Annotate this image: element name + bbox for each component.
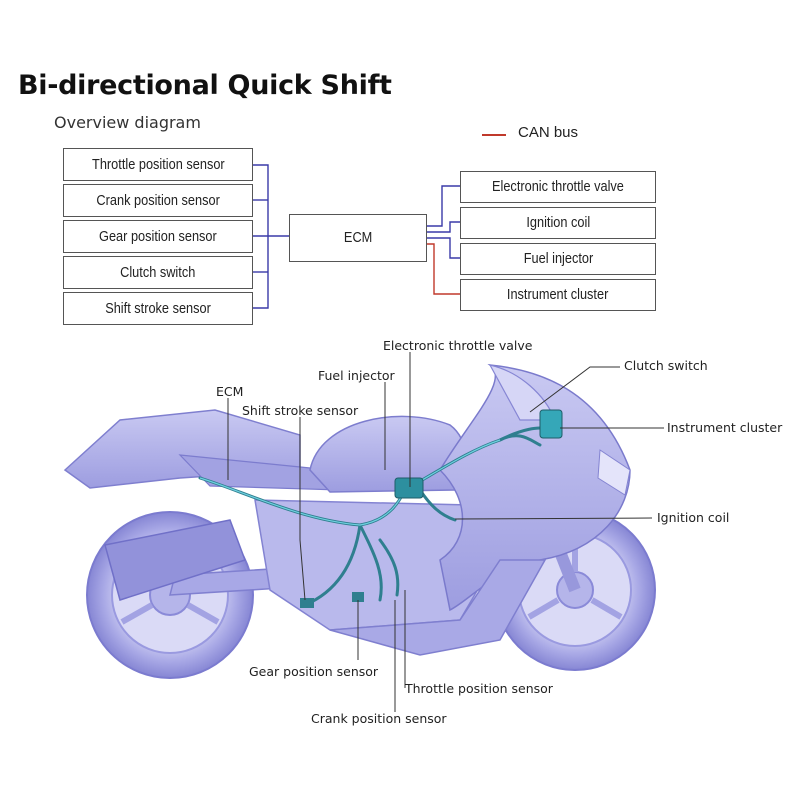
callout-ignition-coil: Ignition coil [657,510,730,525]
callout-leaders [227,352,664,712]
output-line-ignition [426,221,460,233]
callout-instrument-cluster: Instrument cluster [667,420,783,435]
input-box-crank-position-sensor: Crank position sensor [63,184,253,217]
output-box-ignition-coil: Ignition coil [460,207,656,239]
gear-sensor-component [352,592,364,602]
callout-gear-position-sensor: Gear position sensor [249,664,379,679]
fuel-tank [309,415,467,493]
callout-fuel-injector: Fuel injector [318,368,395,383]
can-bus-legend-line [482,134,506,136]
output-box-electronic-throttle-valve: Electronic throttle valve [460,171,656,203]
output-line-throttle-valve [426,185,460,227]
exhaust [104,519,246,601]
input-box-clutch-switch: Clutch switch [63,256,253,289]
can-bus-line [426,243,460,295]
shift-sensor-component [300,598,314,608]
callout-clutch-switch: Clutch switch [624,358,708,373]
ecm-box: ECM [289,214,427,262]
callout-throttle-position-sensor: Throttle position sensor [405,681,553,696]
page-title: Bi-directional Quick Shift [18,70,392,101]
throttle-body-component [394,477,424,499]
diagram-subtitle: Overview diagram [54,113,201,132]
callout-ecm: ECM [216,384,244,399]
output-line-injector [426,237,460,259]
input-box-gear-position-sensor: Gear position sensor [63,220,253,253]
input-box-throttle-position-sensor: Throttle position sensor [63,148,253,181]
headlight [597,449,631,496]
callout-electronic-throttle-valve: Electronic throttle valve [383,338,533,353]
can-bus-legend-label: CAN bus [518,124,579,141]
output-box-fuel-injector: Fuel injector [460,243,656,275]
instrument-cluster-component [539,409,563,439]
callout-crank-position-sensor: Crank position sensor [311,711,447,726]
callout-shift-stroke-sensor: Shift stroke sensor [242,403,359,418]
belly-pan [329,559,547,656]
block-diagram-wiring [252,164,460,309]
input-box-shift-stroke-sensor: Shift stroke sensor [63,292,253,325]
output-box-instrument-cluster: Instrument cluster [460,279,656,311]
